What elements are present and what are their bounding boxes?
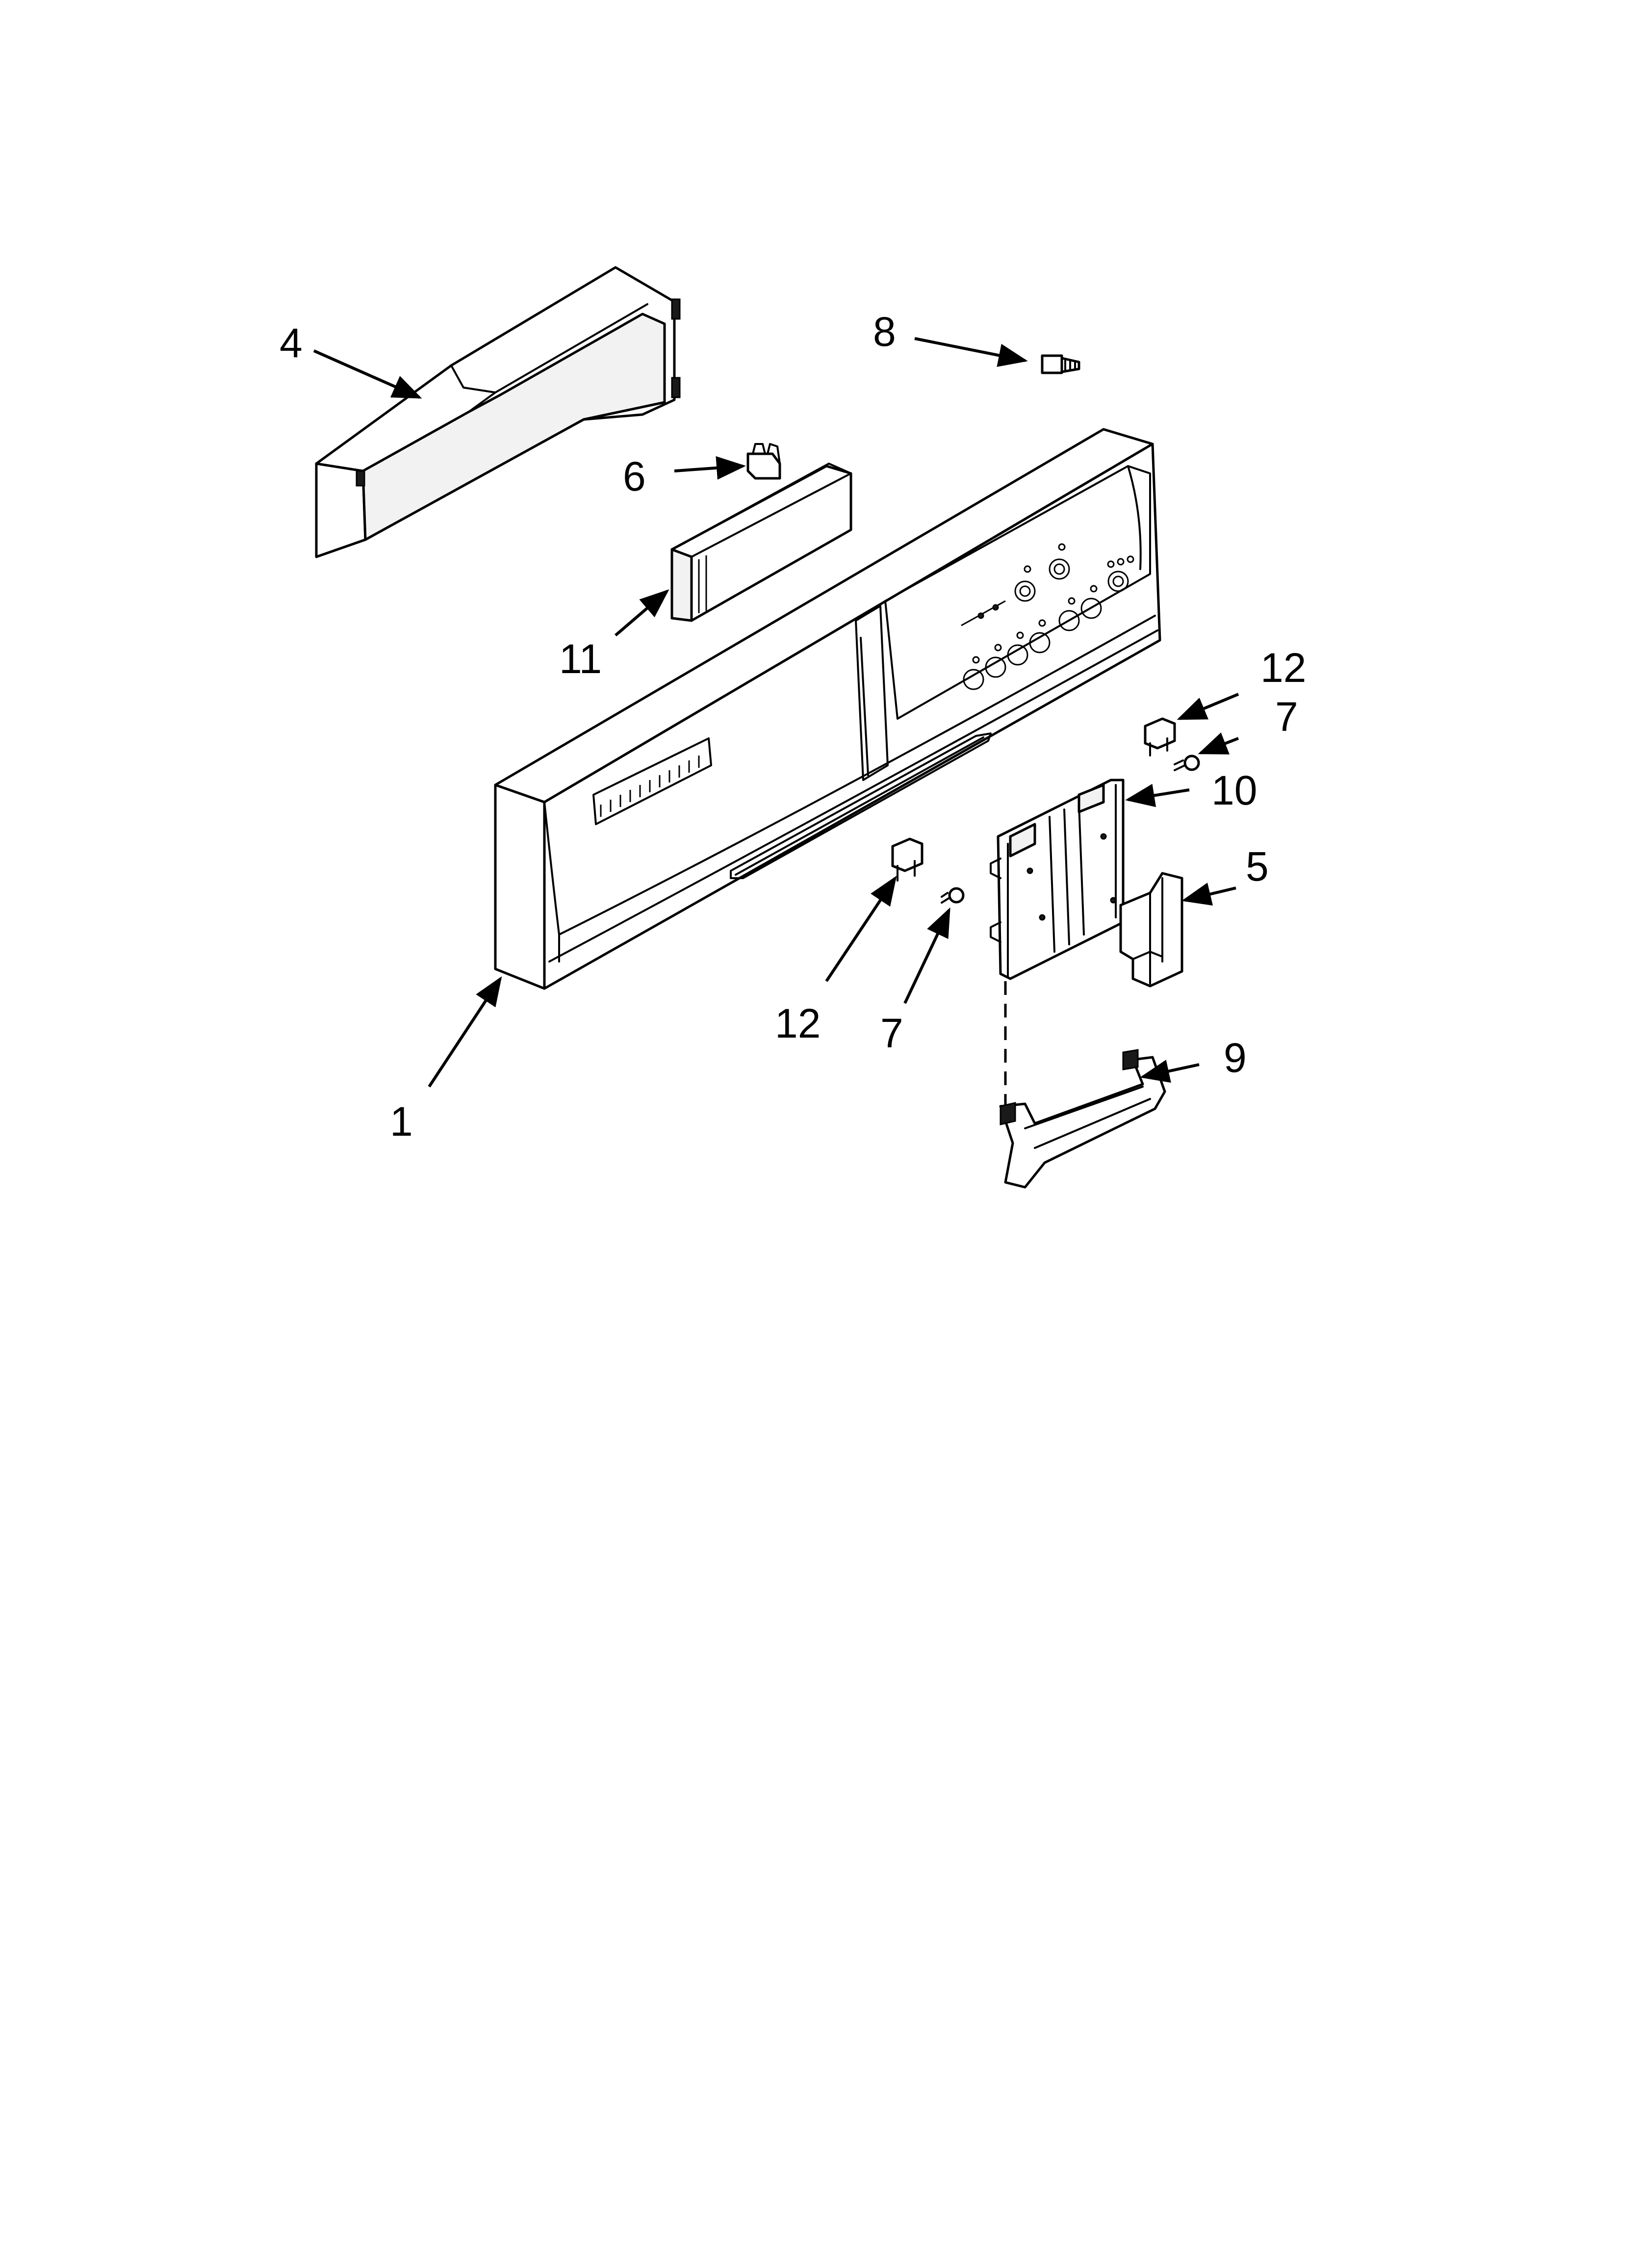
part-9-lower-bracket <box>999 1049 1166 1189</box>
callout-labels: 4 6 11 8 12 7 10 5 12 7 9 1 <box>280 309 1306 1145</box>
part-12-clip-lower <box>891 837 924 882</box>
callout-4: 4 <box>280 320 303 366</box>
part-12-clip-upper <box>1144 717 1176 756</box>
part-7-screw-lower <box>941 887 965 904</box>
callout-11: 11 <box>559 636 602 682</box>
part-6-clip <box>746 443 781 480</box>
part-5-side-clip <box>1119 872 1183 988</box>
callout-8: 8 <box>873 309 896 355</box>
panel-buttons <box>961 543 1134 690</box>
leader-lines <box>313 337 1239 1088</box>
callout-7-lower: 7 <box>880 1010 903 1056</box>
callout-12-upper: 12 <box>1260 645 1306 691</box>
callout-12-lower: 12 <box>775 1000 821 1046</box>
callout-7-upper: 7 <box>1275 694 1298 740</box>
callout-6: 6 <box>623 453 646 499</box>
part-11-control-module <box>670 463 852 622</box>
part-7-screw-upper <box>1174 755 1200 771</box>
part-8-screw <box>1041 354 1080 374</box>
callout-9: 9 <box>1224 1035 1247 1081</box>
part-10-bracket <box>990 779 1125 980</box>
callout-5: 5 <box>1246 843 1269 889</box>
callout-10: 10 <box>1211 767 1257 813</box>
part-4-top-shroud <box>315 266 681 558</box>
callout-1: 1 <box>390 1098 413 1145</box>
part-1-control-panel <box>494 428 1161 990</box>
